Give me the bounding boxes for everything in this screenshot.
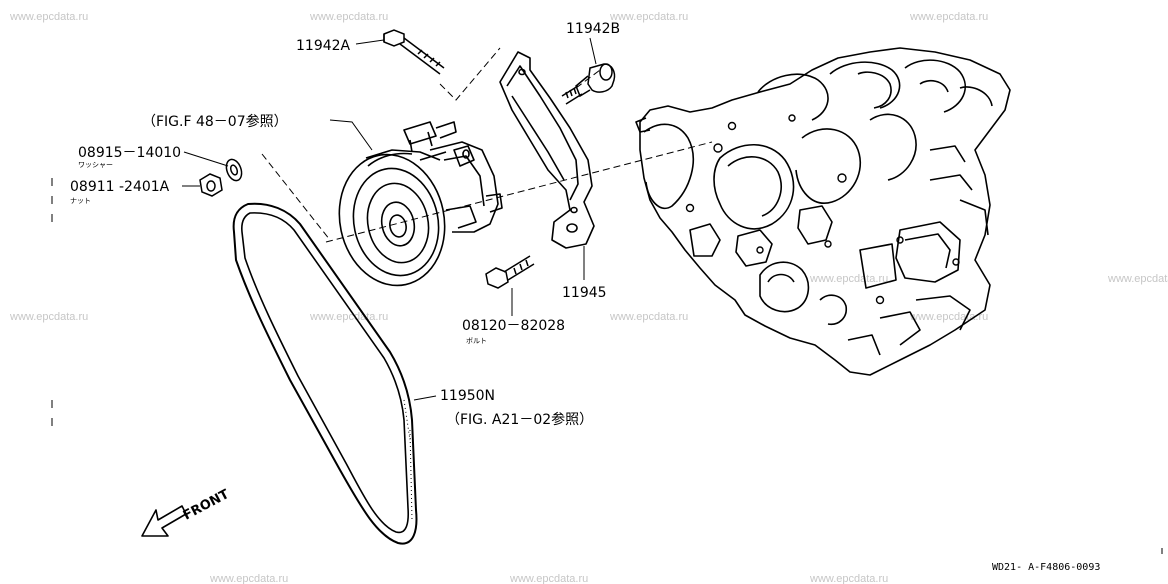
front-label: FRONT bbox=[181, 487, 232, 524]
leader-lines bbox=[182, 37, 597, 401]
part-labels: 11942A 11942B （FIG.F 48－07参照） 08915－1401… bbox=[70, 21, 1100, 573]
label-11945: 11945 bbox=[562, 285, 607, 301]
watermark: www.epcdata.ru bbox=[609, 311, 688, 323]
watermark: www.epcdata.ru bbox=[609, 11, 688, 23]
label-08120-82028: 08120－82028 bbox=[462, 318, 565, 334]
front-arrow-icon: FRONT bbox=[141, 487, 232, 537]
watermark: www.epcdata.ru bbox=[309, 311, 388, 323]
label-11942A: 11942A bbox=[296, 38, 351, 54]
bracket-11945 bbox=[499, 51, 595, 249]
bolt-11942A bbox=[383, 29, 445, 75]
label-08911-2401A: 08911 -2401A bbox=[70, 179, 170, 195]
watermark: www.epcdata.ru bbox=[309, 11, 388, 23]
label-nut-jp: ナット bbox=[70, 197, 91, 205]
label-11942B: 11942B bbox=[566, 21, 620, 37]
label-ref-pump: （FIG.F 48－07参照） bbox=[142, 113, 288, 130]
bolt-08120-82028 bbox=[485, 255, 535, 289]
drawing-code: WD21- A-F4806-0093 bbox=[992, 562, 1100, 573]
nut-08911 bbox=[199, 173, 223, 197]
washer-08915 bbox=[225, 158, 243, 182]
label-11950N: 11950N bbox=[440, 388, 495, 404]
power-steering-pump bbox=[338, 121, 503, 287]
watermark: www.epcdata.ru bbox=[909, 11, 988, 23]
assembly-guide-lines bbox=[261, 47, 713, 243]
engine-block bbox=[635, 47, 1011, 376]
watermark: www.epcdata.ru bbox=[509, 573, 588, 584]
engine-bolt-holes bbox=[685, 114, 960, 305]
watermark: www.epcdata.ru bbox=[1107, 273, 1168, 285]
watermark: www.epcdata.ru bbox=[9, 311, 88, 323]
edge-marks bbox=[51, 178, 1163, 554]
watermark: www.epcdata.ru bbox=[209, 573, 288, 584]
label-bolt-jp: ボルト bbox=[466, 337, 487, 345]
watermark: www.epcdata.ru bbox=[809, 273, 888, 285]
stud-11942B bbox=[561, 63, 616, 105]
label-08915-14010: 08915－14010 bbox=[78, 145, 181, 161]
v-belt-11950N bbox=[232, 202, 418, 545]
watermark: www.epcdata.ru bbox=[809, 573, 888, 584]
watermark: www.epcdata.ru bbox=[909, 311, 988, 323]
label-ref-belt: （FIG. A21－02参照） bbox=[446, 411, 593, 428]
watermark: www.epcdata.ru bbox=[9, 11, 88, 23]
label-washer-jp: ワッシャー bbox=[78, 161, 113, 169]
